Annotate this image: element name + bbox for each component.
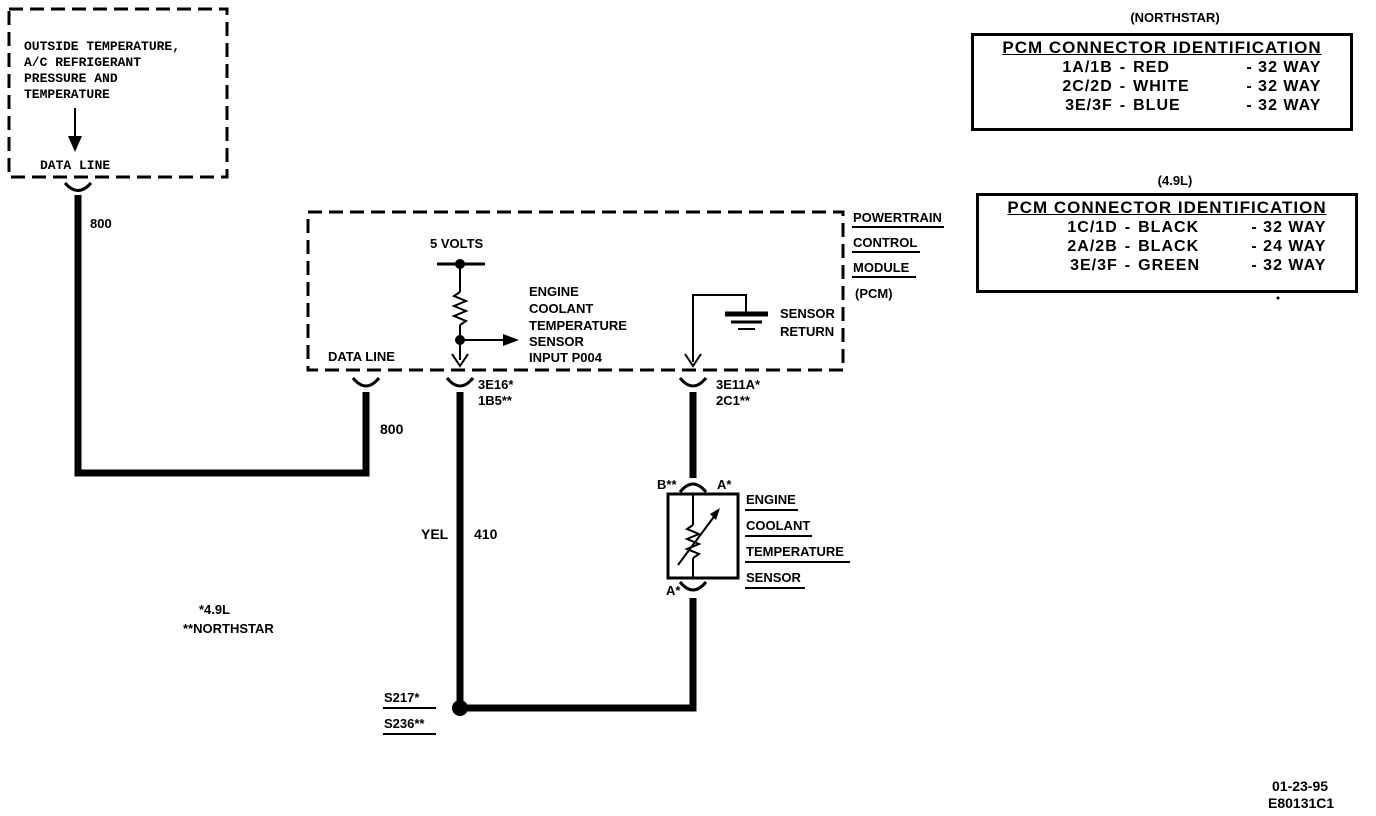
pin-right-arrow	[684, 353, 702, 368]
row-ways: - 32 WAY	[1251, 257, 1327, 274]
table-49l-heading: PCM CONNECTOR IDENTIFICATION	[1007, 198, 1327, 217]
pcm-name-3: MODULE	[853, 260, 910, 275]
figure-id: E80131C1	[1268, 795, 1334, 811]
thermistor-variable-line	[677, 513, 717, 566]
row-conn: 3E/3F	[1065, 97, 1113, 114]
ect-input-line-2: COOLANT	[529, 301, 593, 316]
pin-left-1: 3E16*	[478, 377, 514, 392]
sensor-bottom-connector	[678, 581, 708, 592]
wire-800-label-top: 800	[90, 216, 112, 231]
outside-temp-line-2: A/C REFRIGERANT	[24, 55, 141, 70]
row-ways: - 24 WAY	[1251, 238, 1327, 255]
sensor-pin-b: B**	[657, 477, 677, 492]
table-row: 1A/1B - RED - 32 WAY	[974, 58, 1350, 77]
outside-data-line-label: DATA LINE	[40, 158, 110, 173]
ect-input-line-4: SENSOR	[529, 334, 585, 349]
table-49l: PCM CONNECTOR IDENTIFICATION 1C/1D - BLA…	[976, 193, 1358, 293]
row-color: RED	[1133, 59, 1170, 76]
row-ways: - 32 WAY	[1246, 78, 1322, 95]
sensor-label-1: ENGINE	[746, 492, 796, 507]
splice-label-2: S236**	[384, 716, 425, 731]
row-dash: -	[1124, 257, 1132, 274]
ect-sensor	[666, 492, 740, 580]
pin-left-2: 1B5**	[478, 393, 513, 408]
pin-right-2: 2C1**	[716, 393, 751, 408]
pcm-name-2: CONTROL	[853, 235, 917, 250]
pcm-ect-connector	[445, 377, 475, 388]
table-row: 1C/1D - BLACK - 32 WAY	[979, 218, 1355, 237]
pcm-data-line-label: DATA LINE	[328, 349, 395, 364]
row-conn: 3E/3F	[1070, 257, 1118, 274]
ect-input-line-3: TEMPERATURE	[529, 318, 627, 333]
sensor-return-path	[692, 294, 747, 362]
pullup-resistor	[451, 291, 469, 326]
ect-input-line-1: ENGINE	[529, 284, 579, 299]
row-ways: - 32 WAY	[1246, 59, 1322, 76]
sensor-return-line-2: RETURN	[780, 324, 834, 339]
sensor-label-2: COOLANT	[746, 518, 810, 533]
stray-dot	[1276, 296, 1280, 300]
row-color: WHITE	[1133, 78, 1190, 95]
pin-left-arrow	[451, 353, 469, 368]
row-conn: 2C/2D	[1062, 78, 1113, 95]
row-ways: - 32 WAY	[1251, 219, 1327, 236]
sensor-top-connector	[678, 482, 708, 493]
pin-right-1: 3E11A*	[716, 377, 761, 392]
splice-label-1: S217*	[384, 690, 420, 705]
row-color: BLACK	[1138, 238, 1200, 255]
thermistor-arrow-head	[710, 508, 720, 520]
splice-node	[452, 700, 468, 716]
row-color: GREEN	[1138, 257, 1201, 274]
pcm-box	[306, 210, 845, 372]
row-dash: -	[1124, 238, 1132, 255]
outside-temp-module-box	[7, 7, 229, 179]
row-dash: -	[1119, 59, 1127, 76]
table-row: 3E/3F - BLUE - 32 WAY	[974, 96, 1350, 115]
row-dash: -	[1119, 97, 1127, 114]
outside-temp-line-3: PRESSURE AND	[24, 71, 118, 86]
wire-410-color: YEL	[421, 526, 449, 542]
pcm-data-connector	[351, 377, 381, 388]
ect-input-arrow-head	[503, 334, 519, 346]
outside-temp-arrow-head	[68, 136, 82, 152]
legend-northstar: **NORTHSTAR	[183, 621, 274, 636]
table-northstar-caption: (NORTHSTAR)	[1130, 10, 1220, 25]
sensor-pin-a-top: A*	[717, 477, 732, 492]
pcm-name-1: POWERTRAIN	[853, 210, 942, 225]
table-northstar-heading: PCM CONNECTOR IDENTIFICATION	[1002, 38, 1322, 57]
wire-410-number: 410	[474, 526, 498, 542]
ect-input-line-5: INPUT P004	[529, 350, 603, 365]
table-northstar: PCM CONNECTOR IDENTIFICATION 1A/1B - RED…	[971, 33, 1353, 131]
row-color: BLUE	[1133, 97, 1181, 114]
wire-sensor-ground	[460, 598, 697, 712]
outside-temp-line-1: OUTSIDE TEMPERATURE,	[24, 39, 180, 54]
pcm-return-connector	[678, 377, 708, 388]
date-code: 01-23-95	[1272, 778, 1328, 794]
sensor-label-4: SENSOR	[746, 570, 802, 585]
table-row: 2A/2B - BLACK - 24 WAY	[979, 237, 1355, 256]
wire-800	[74, 195, 370, 477]
table-49l-caption: (4.9L)	[1157, 173, 1193, 188]
row-conn: 1A/1B	[1062, 59, 1113, 76]
row-conn: 1C/1D	[1067, 219, 1118, 236]
table-row: 3E/3F - GREEN - 32 WAY	[979, 256, 1355, 275]
table-row: 2C/2D - WHITE - 32 WAY	[974, 77, 1350, 96]
wire-800-label-bottom: 800	[380, 421, 404, 437]
legend-49l: *4.9L	[199, 602, 230, 617]
outside-connector	[63, 181, 93, 192]
sensor-pin-a-bottom: A*	[666, 583, 681, 598]
row-color: BLACK	[1138, 219, 1200, 236]
outside-temp-line-4: TEMPERATURE	[24, 87, 110, 102]
row-dash: -	[1119, 78, 1127, 95]
sensor-label-3: TEMPERATURE	[746, 544, 844, 559]
thermistor-symbol	[684, 524, 702, 559]
five-volts-label: 5 VOLTS	[430, 236, 484, 251]
sensor-return-line-1: SENSOR	[780, 306, 836, 321]
row-conn: 2A/2B	[1067, 238, 1118, 255]
pcm-name-4: (PCM)	[855, 286, 893, 301]
row-dash: -	[1124, 219, 1132, 236]
row-ways: - 32 WAY	[1246, 97, 1322, 114]
